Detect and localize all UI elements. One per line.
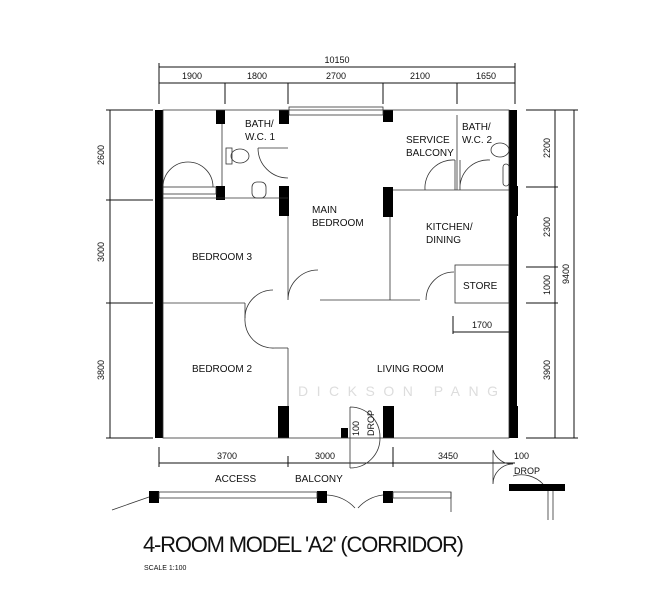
doors bbox=[162, 147, 544, 485]
walls bbox=[155, 106, 518, 439]
balcony-label: BALCONY bbox=[295, 474, 343, 485]
basin-icon bbox=[502, 163, 510, 187]
kitchen-label: KITCHEN/ bbox=[426, 222, 473, 233]
left-dimensions: 2600 3000 3800 bbox=[96, 109, 153, 439]
drop2-label: DROP bbox=[514, 466, 540, 476]
bottom-dimensions: 3700 3000 3450 bbox=[158, 447, 515, 467]
bath2-label: BATH/ bbox=[462, 122, 491, 133]
main-bedroom-label: MAIN bbox=[312, 205, 337, 216]
dim-right-2: 2300 bbox=[542, 217, 552, 237]
watermark: DICKSON PANG bbox=[298, 383, 498, 399]
dim-left-3: 3800 bbox=[96, 360, 106, 380]
dim-bottom-1: 3700 bbox=[217, 451, 237, 461]
bath1-label: BATH/ bbox=[245, 119, 274, 130]
service-balcony-label-2: BALCONY bbox=[406, 148, 454, 159]
dim-right-1: 2200 bbox=[542, 138, 552, 158]
dim-top-1: 1900 bbox=[182, 71, 202, 81]
bedroom3-label: BEDROOM 3 bbox=[192, 252, 252, 263]
dim-overall-depth: 9400 bbox=[561, 264, 571, 284]
kitchen-label-2: DINING bbox=[426, 235, 461, 246]
bedroom2-label: BEDROOM 2 bbox=[192, 364, 252, 375]
store-label: STORE bbox=[463, 281, 498, 292]
drop2-value: 100 bbox=[514, 451, 529, 461]
dim-left-1: 2600 bbox=[96, 145, 106, 165]
dim-bottom-2: 3000 bbox=[315, 451, 335, 461]
toilet-icon bbox=[230, 148, 250, 164]
svg-text:1700: 1700 bbox=[472, 320, 492, 330]
main-bedroom-label-2: BEDROOM bbox=[312, 218, 364, 229]
dim-top-2: 1800 bbox=[247, 71, 267, 81]
dim-top-3: 2700 bbox=[326, 71, 346, 81]
bath2-label-2: W.C. 2 bbox=[462, 135, 492, 146]
basin-icon bbox=[251, 181, 267, 199]
drop1-value: 100 bbox=[351, 421, 361, 436]
dim-left-2: 3000 bbox=[96, 242, 106, 262]
access-label: ACCESS bbox=[215, 474, 256, 485]
fixtures bbox=[225, 142, 510, 199]
room-labels: BATH/ W.C. 1 BATH/ W.C. 2 SERVICE BALCON… bbox=[192, 119, 498, 375]
service-balcony-label: SERVICE bbox=[406, 135, 450, 146]
bath1-label-2: W.C. 1 bbox=[245, 132, 275, 143]
dim-overall-width: 10150 bbox=[324, 55, 349, 65]
dim-top-4: 2100 bbox=[410, 71, 430, 81]
toilet-icon bbox=[490, 142, 510, 158]
dim-right-4: 3900 bbox=[542, 360, 552, 380]
access-balcony: ACCESS BALCONY bbox=[111, 474, 565, 520]
dim-right-3: 1000 bbox=[542, 275, 552, 295]
store-offset-dimension: 1700 bbox=[452, 316, 509, 334]
plan-title: 4-ROOM MODEL 'A2' (CORRIDOR) bbox=[143, 532, 465, 557]
right-dimensions: 2200 2300 1000 3900 9400 bbox=[526, 109, 578, 439]
dim-bottom-3: 3450 bbox=[438, 451, 458, 461]
top-dimensions: 10150 1900 1800 2700 2100 1650 bbox=[158, 55, 516, 104]
drop1-label: DROP bbox=[366, 410, 376, 436]
dim-top-5: 1650 bbox=[476, 71, 496, 81]
living-room-label: LIVING ROOM bbox=[377, 364, 444, 375]
plan-scale: SCALE 1:100 bbox=[144, 565, 187, 572]
